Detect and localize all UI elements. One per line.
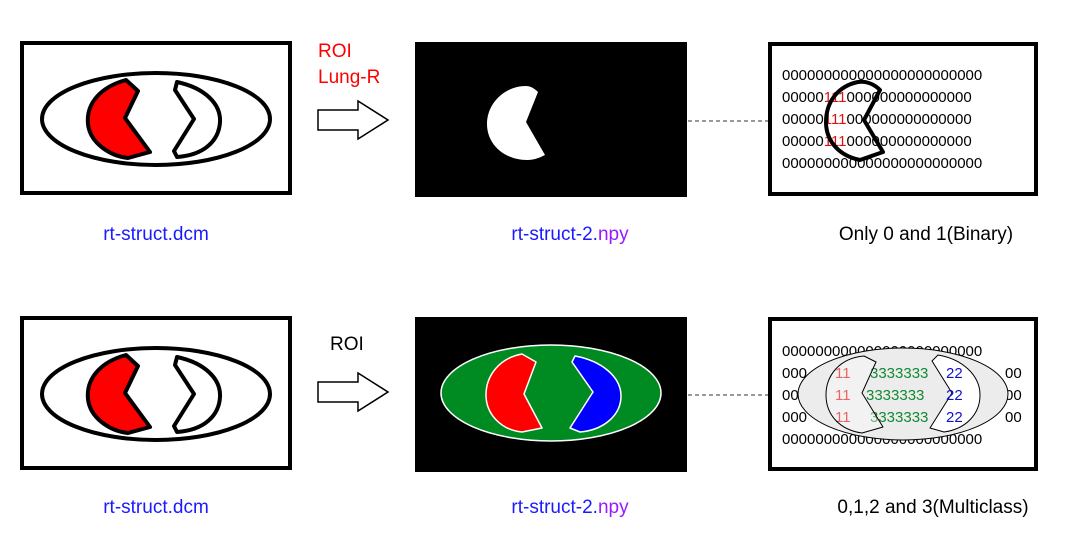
roi-name-label: Lung-R: [318, 67, 380, 88]
matrix-left-col: 000: [782, 365, 807, 382]
left-lung-outline: [929, 354, 981, 433]
roi-label: ROI: [318, 41, 352, 62]
matrix-row-1: 000000000000000000000000: [782, 67, 982, 84]
multiclass-mask-panel: [415, 317, 687, 472]
mask-background: [415, 42, 687, 197]
body-contour: [40, 71, 272, 167]
matrix-right-col: 00: [1005, 387, 1022, 404]
multiclass-matrix-panel: 000000000000000000000000 000 000 000 00 …: [768, 317, 1038, 471]
matrix-right-col: 00: [1005, 365, 1022, 382]
npy-filename: rt-struct-2.npy: [511, 224, 629, 245]
class-3-digits: 3333333: [870, 409, 928, 426]
binary-mask-panel: [415, 42, 687, 197]
multiclass-description: 0,1,2 and 3(Multiclass): [837, 497, 1028, 518]
right-lung-shape: [85, 353, 152, 435]
roi-label: ROI: [330, 334, 364, 355]
dicom-panel-top: [20, 41, 292, 195]
class-1-digits: 11: [835, 365, 851, 382]
npy-filename: rt-struct-2.npy: [511, 497, 629, 518]
left-lung-mask-class-2: [569, 355, 622, 433]
row-binary: ROI Lung-R 000000000000000000000000 0000…: [20, 41, 1038, 245]
left-lung-shape: [172, 355, 223, 434]
class-1-digits: 11: [835, 387, 851, 404]
class-2-digits: 22: [946, 365, 963, 382]
class-3-digits: 3333333: [870, 365, 928, 382]
matrix-right-col: 00: [1005, 409, 1022, 426]
matrix-frame: [768, 42, 1038, 196]
class-2-digits: 22: [946, 387, 963, 404]
binary-description: Only 0 and 1(Binary): [839, 224, 1013, 245]
right-lung-mask-class-1: [485, 353, 543, 433]
arrow-shape: [317, 371, 390, 413]
body-mask-class-3: [440, 344, 662, 442]
lung-outline-overlay: [824, 79, 885, 162]
binary-lung-mask: [487, 86, 545, 160]
class-1-digits: 11: [835, 409, 851, 426]
conversion-arrow-bottom: ROI: [317, 334, 390, 413]
dicom-panel-bottom: [20, 316, 292, 470]
class-2-digits: 22: [946, 409, 963, 426]
class-3-digits: 3333333: [866, 387, 924, 404]
matrix-row-3: 00000111000000000000000: [782, 111, 972, 128]
conversion-arrow-top: ROI Lung-R: [317, 41, 390, 141]
matrix-left-col: 000: [782, 409, 807, 426]
matrix-ones: 111: [824, 111, 847, 128]
matrix-row-5: 000000000000000000000000: [782, 155, 982, 172]
right-lung-shape: [85, 78, 152, 160]
arrow-shape: [317, 99, 390, 141]
body-contour: [40, 346, 272, 442]
binary-matrix-panel: 000000000000000000000000 000001110000000…: [768, 42, 1038, 196]
source-filename: rt-struct.dcm: [103, 497, 209, 518]
source-filename: rt-struct.dcm: [103, 224, 209, 245]
row-multiclass: ROI 000000000000000000000000 000 000 000…: [20, 316, 1038, 518]
right-lung-outline: [825, 355, 884, 434]
left-lung-shape: [172, 80, 223, 159]
